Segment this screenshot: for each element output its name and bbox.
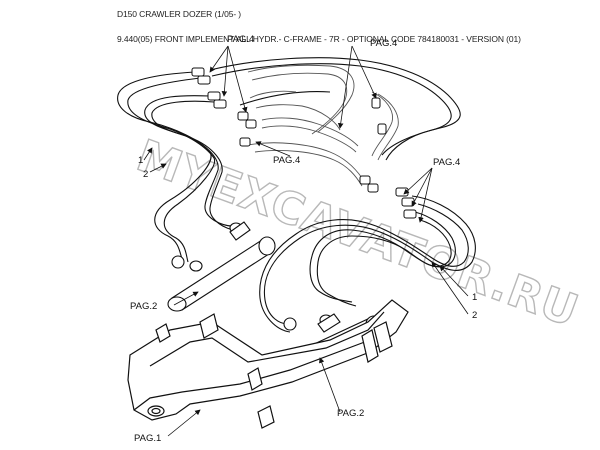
hose-set-left — [117, 71, 237, 263]
callout-ref-1-right: 1 — [472, 292, 477, 303]
hose-set-right — [259, 195, 476, 333]
callout-pag4-middle: PAG.4 — [273, 155, 300, 166]
callout-pag4-right: PAG.4 — [433, 157, 460, 168]
callout-pag2-bottom: PAG.2 — [337, 408, 364, 419]
left-lift-cylinder — [167, 221, 276, 312]
drawing-title: D150 CRAWLER DOZER (1/05- ) — [117, 9, 242, 19]
callout-pag2-left: PAG.2 — [130, 301, 157, 312]
leader-lines — [143, 45, 469, 437]
callout-ref-2-left: 2 — [143, 169, 148, 180]
callout-pag4-top-left: PAG.4 — [227, 34, 254, 45]
c-frame — [127, 299, 409, 429]
hose-set-top — [209, 57, 461, 161]
callout-ref-1-left: 1 — [138, 155, 143, 166]
callout-pag1: PAG.1 — [134, 433, 161, 444]
hose-set-top-ghost — [247, 64, 399, 187]
drawing-subtitle: 9.440(05) FRONT IMPLEMENT ALL HYDR.- C-F… — [117, 34, 521, 44]
callout-ref-2-right: 2 — [472, 310, 477, 321]
callout-pag4-top-right: PAG.4 — [370, 38, 397, 49]
watermark-text: MYEXCAVATOR.RU — [130, 130, 585, 337]
fittings — [191, 67, 417, 219]
